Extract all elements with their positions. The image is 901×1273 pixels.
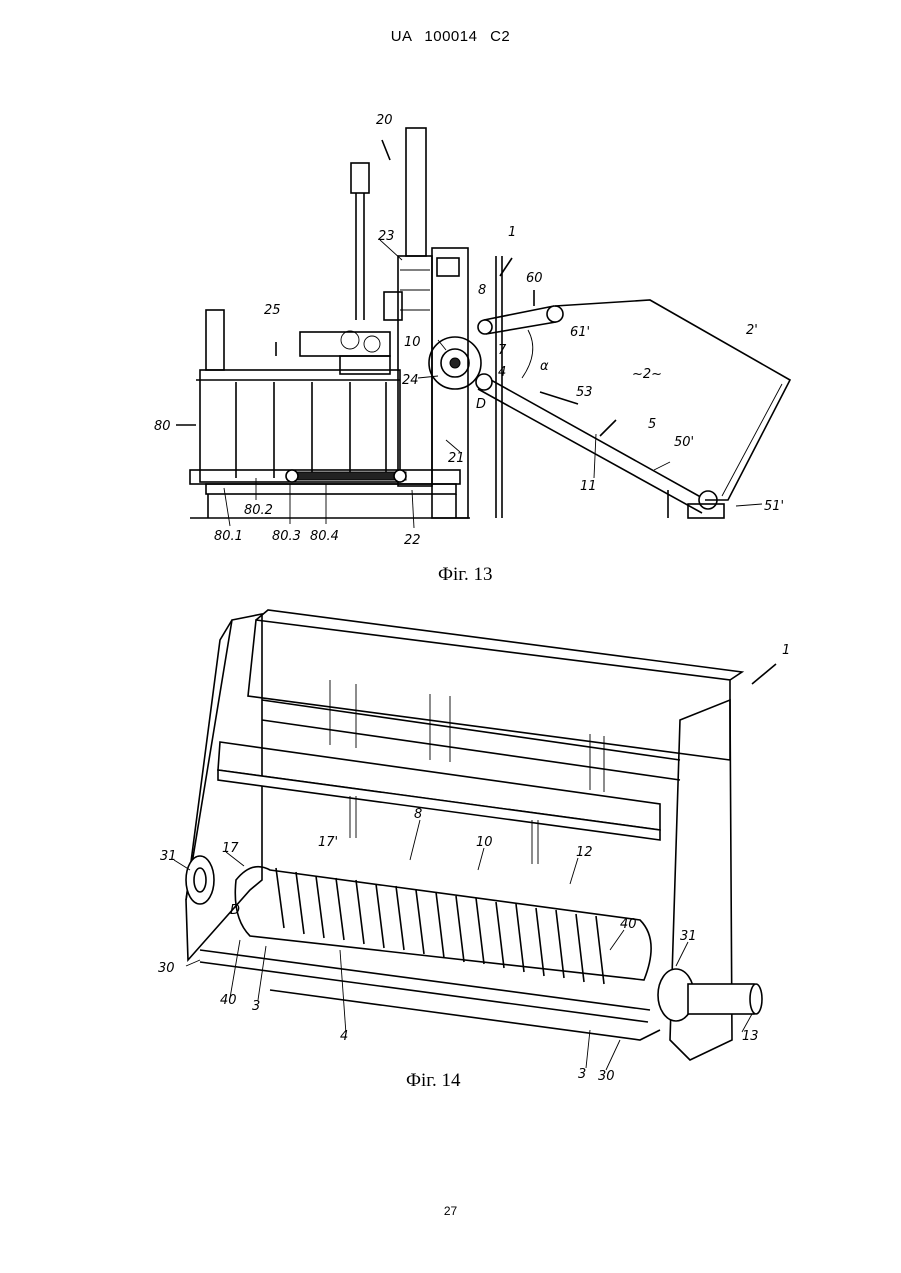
label-40-right: 40 <box>620 917 637 932</box>
figure-14-drawing: 1 8 17' 10 12 31 17 D 40 31 30 40 3 4 13… <box>0 0 901 1100</box>
label-13: 13 <box>742 1029 759 1044</box>
label-3-right: 3 <box>578 1067 586 1082</box>
label-17: 17 <box>222 841 239 856</box>
label-3-left: 3 <box>252 999 260 1014</box>
page-number: 27 <box>0 1204 901 1218</box>
label-4: 4 <box>340 1029 348 1044</box>
label-17-prime: 17' <box>318 835 338 850</box>
label-31-right: 31 <box>680 929 697 944</box>
label-31-left: 31 <box>160 849 177 864</box>
figure-14-caption: Фіг. 14 <box>406 1070 460 1092</box>
label-1: 1 <box>782 643 790 658</box>
label-40-left: 40 <box>220 993 237 1008</box>
label-12: 12 <box>576 845 593 860</box>
label-30-right: 30 <box>598 1069 615 1084</box>
label-30-left: 30 <box>158 961 175 976</box>
label-8: 8 <box>414 807 422 822</box>
label-10: 10 <box>476 835 493 850</box>
label-D: D <box>230 903 240 918</box>
